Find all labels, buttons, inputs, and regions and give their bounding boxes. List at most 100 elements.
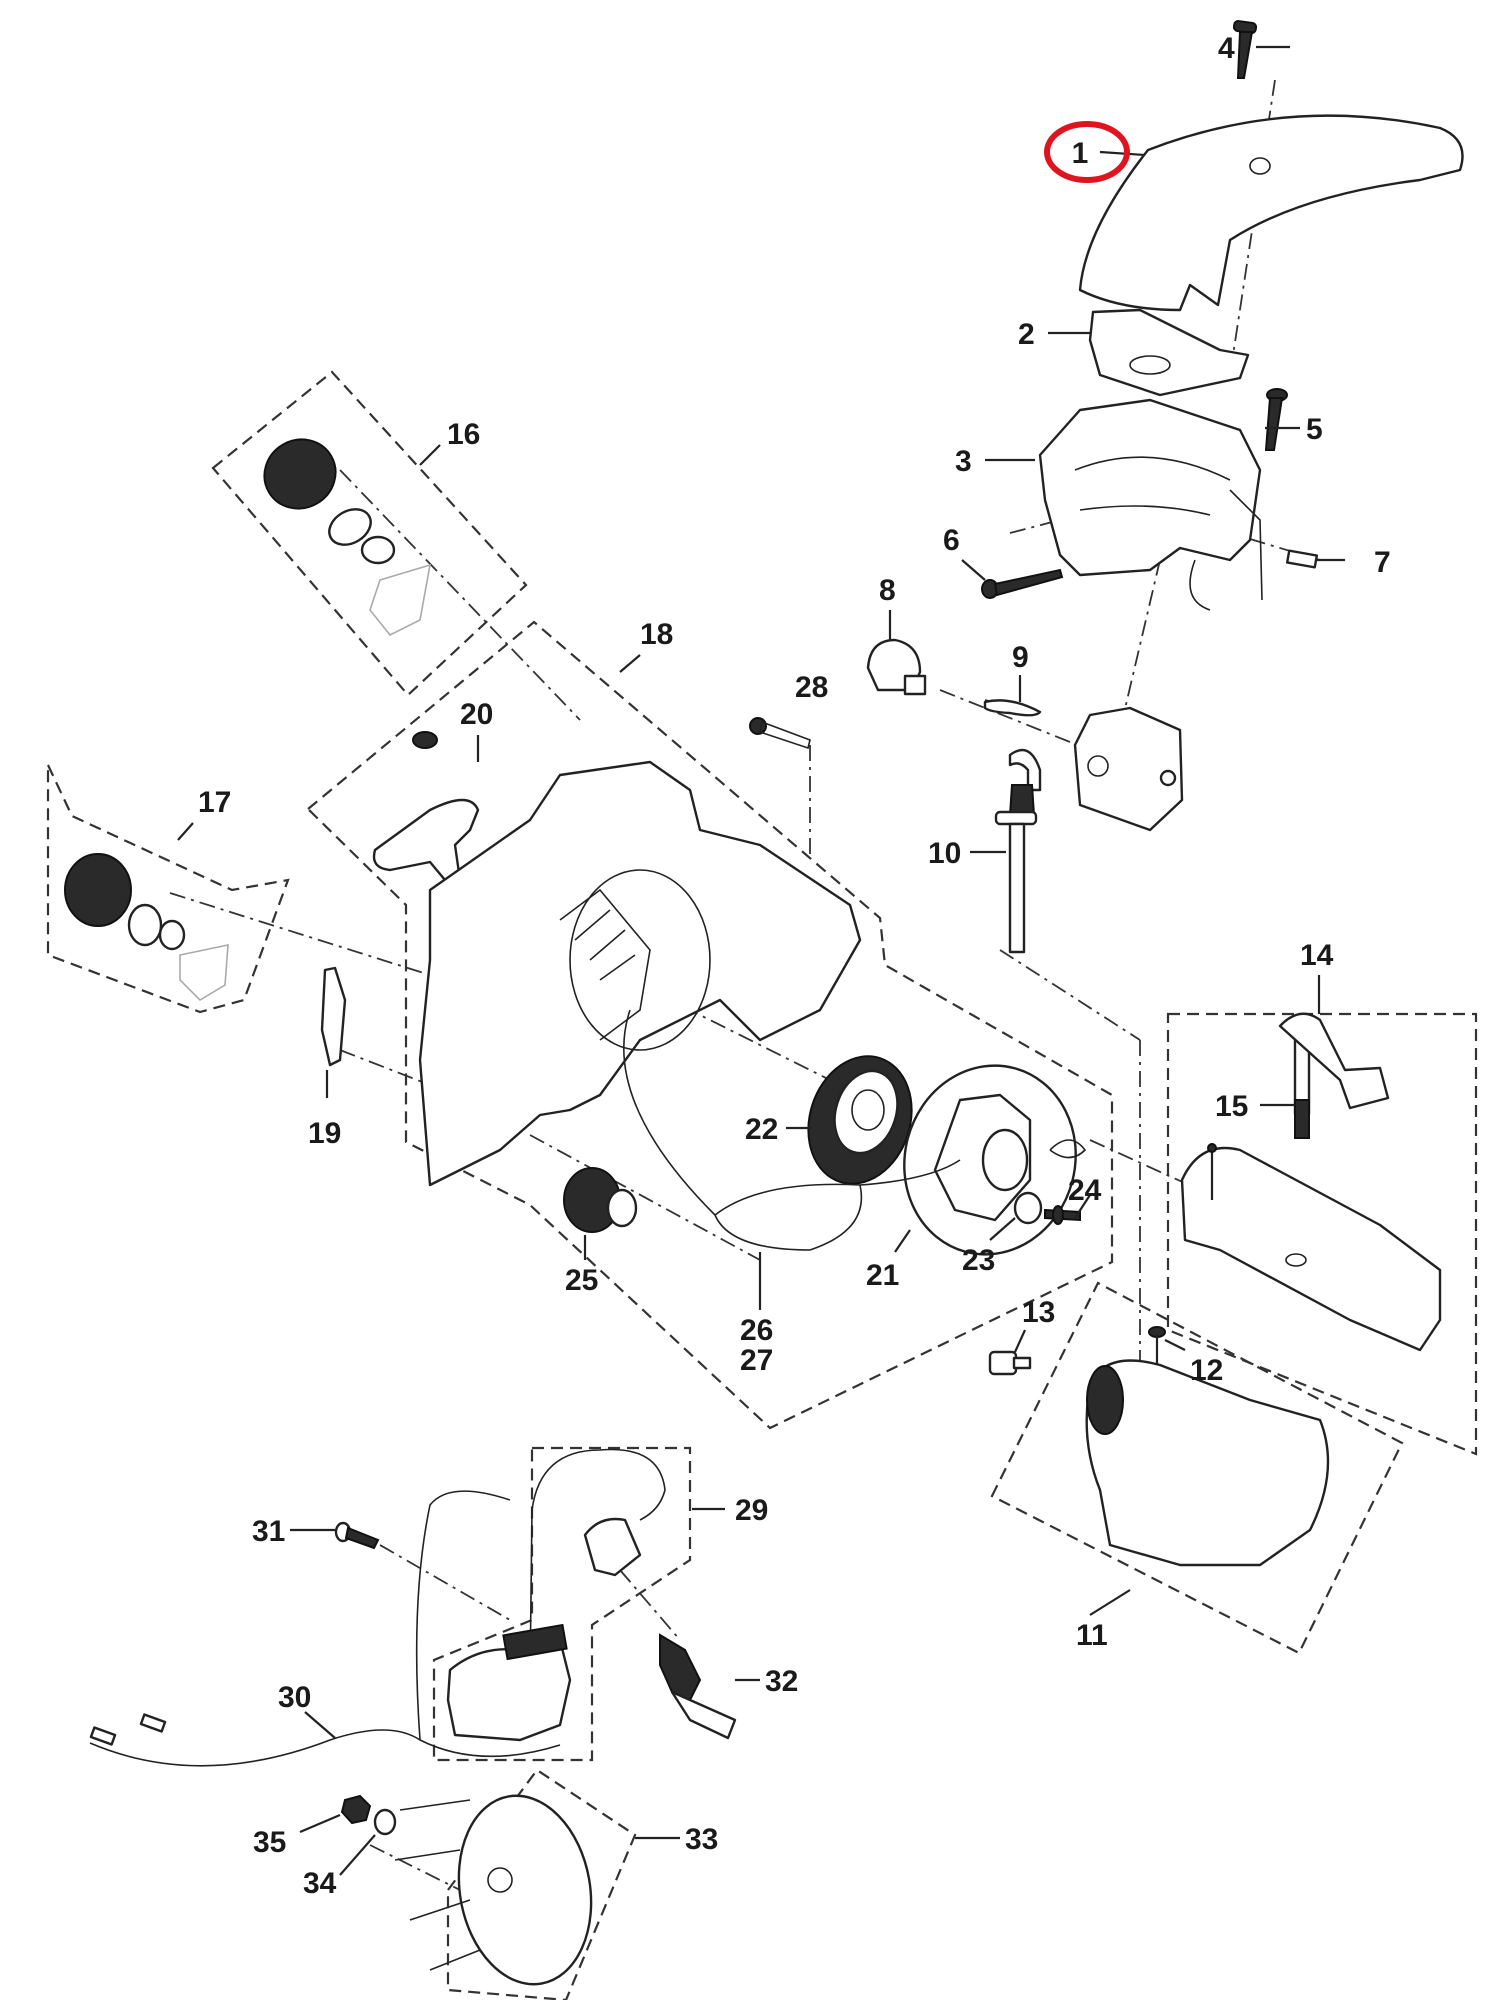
- part-30-terminal: [89, 1726, 117, 1746]
- leader-17: [177, 822, 194, 841]
- label-part-33: 33: [685, 1823, 718, 1856]
- part-6-screw: [981, 568, 1064, 599]
- label-part-6: 6: [943, 524, 960, 557]
- leader-18: [619, 654, 641, 673]
- part-10-pickup-line: [994, 784, 1038, 954]
- highlight-circle-part-1: [1044, 121, 1130, 183]
- part-17-fuel-cap: [64, 853, 229, 1002]
- label-part-19: 19: [308, 1117, 341, 1150]
- part-3-air-box: [1038, 398, 1262, 577]
- axis-16: [339, 469, 581, 721]
- part-15-muffler-bolt: [1278, 1012, 1390, 1139]
- label-part-9: 9: [1012, 641, 1029, 674]
- label-part-21: 21: [866, 1259, 899, 1292]
- part-1-screw-hole: [1249, 157, 1271, 175]
- group-box-29: [432, 1446, 692, 1762]
- axis-4-1: [1229, 79, 1276, 376]
- axis-fuel-line: [939, 689, 1091, 751]
- part-19-clip: [320, 966, 347, 1067]
- part-14-small-screw: [1207, 1143, 1217, 1200]
- label-part-8: 8: [879, 574, 896, 607]
- part-18-vent-ribs: [559, 888, 651, 1041]
- leader-11: [1089, 1589, 1131, 1616]
- label-part-30: 30: [278, 1681, 311, 1714]
- label-part-31: 31: [252, 1515, 285, 1548]
- label-part-15: 15: [1215, 1090, 1248, 1123]
- part-29-ht-lead: [529, 1448, 666, 1681]
- label-part-14: 14: [1300, 939, 1334, 972]
- part-5-screw: [1264, 388, 1288, 451]
- part-16-oil-cap: [263, 438, 432, 637]
- part-29-plug-boot: [583, 1517, 642, 1577]
- label-part-24: 24: [1068, 1174, 1102, 1207]
- part-14-bolt-hole: [1285, 1253, 1307, 1267]
- axis-10-11: [999, 949, 1141, 1041]
- leader-24: [1074, 1194, 1091, 1219]
- group-box-16: [211, 370, 528, 697]
- label-part-29: 29: [735, 1494, 768, 1527]
- axis-17: [169, 892, 431, 976]
- label-part-35: 35: [253, 1826, 286, 1859]
- label-part-23: 23: [962, 1244, 995, 1277]
- leader-6: [961, 559, 986, 581]
- part-1-top-cover: [1078, 114, 1464, 312]
- leader-1: [1099, 150, 1146, 157]
- part-9-fuel-line-outline: [983, 699, 1042, 717]
- axis-31: [379, 1544, 511, 1621]
- label-part-25: 25: [565, 1264, 598, 1297]
- label-part-5: 5: [1306, 413, 1323, 446]
- label-part-26: 26: [740, 1314, 773, 1347]
- label-part-4: 4: [1218, 32, 1235, 65]
- part-30-terminal-2: [139, 1713, 167, 1733]
- leader-13: [1013, 1329, 1027, 1353]
- axis-22: [599, 964, 871, 1101]
- part-30-ignition-wire: [89, 1490, 561, 1767]
- axis-32: [619, 1569, 681, 1641]
- leader-34: [339, 1834, 376, 1876]
- leader-16: [419, 444, 441, 466]
- axis-3-carb: [1119, 559, 1161, 731]
- group-box-17: [46, 764, 290, 1014]
- group-box-14: [1166, 1012, 1478, 1456]
- part-35-nut: [340, 1794, 372, 1825]
- leader-21: [894, 1229, 911, 1253]
- label-part-20: 20: [460, 698, 493, 731]
- label-part-12: 12: [1190, 1354, 1223, 1387]
- part-32-spark-plug: [659, 1633, 737, 1740]
- part-carburetor: [1073, 706, 1184, 832]
- part-34-washer: [373, 1808, 397, 1836]
- part-rope-knot: [1049, 1139, 1087, 1159]
- part-18-starter-housing: [418, 760, 862, 1187]
- part-23-washer: [1013, 1191, 1043, 1225]
- label-part-17: 17: [198, 786, 231, 819]
- part-29-coil-core: [502, 1623, 568, 1661]
- part-26-starter-rope: [623, 1009, 863, 1251]
- label-part-11: 11: [1076, 1619, 1108, 1652]
- label-part-13: 13: [1022, 1296, 1055, 1329]
- part-11-fuel-tank: [1085, 1359, 1330, 1567]
- part-18-pulley-cavity: [569, 869, 711, 1051]
- part-carb-fitting: [1159, 769, 1177, 787]
- label-part-3: 3: [955, 445, 972, 478]
- part-13-valve: [988, 1350, 1032, 1376]
- label-part-27: 27: [740, 1344, 773, 1377]
- part-25-grommet: [563, 1167, 638, 1233]
- part-11-filler-neck: [1086, 1365, 1124, 1435]
- group-box-18: [306, 620, 1114, 1430]
- label-part-7: 7: [1374, 546, 1391, 579]
- part-24-screw: [1044, 1205, 1081, 1225]
- part-2-hole: [1129, 355, 1171, 375]
- label-part-32: 32: [765, 1665, 798, 1698]
- part-14-muffler: [1180, 1146, 1442, 1352]
- group-box-33: [446, 1768, 637, 2000]
- part-carb-screw: [1087, 755, 1109, 777]
- label-part-22: 22: [745, 1113, 778, 1146]
- part-3-bracket: [1189, 489, 1263, 611]
- label-part-1: 1: [1072, 137, 1089, 170]
- part-31-screw: [334, 1521, 380, 1550]
- leader-23: [989, 1217, 1016, 1241]
- part-33-flywheel: [394, 1794, 593, 1986]
- part-20-starter-handle: [372, 731, 480, 882]
- part-28-screw: [749, 717, 811, 750]
- part-4-screw: [1232, 20, 1258, 79]
